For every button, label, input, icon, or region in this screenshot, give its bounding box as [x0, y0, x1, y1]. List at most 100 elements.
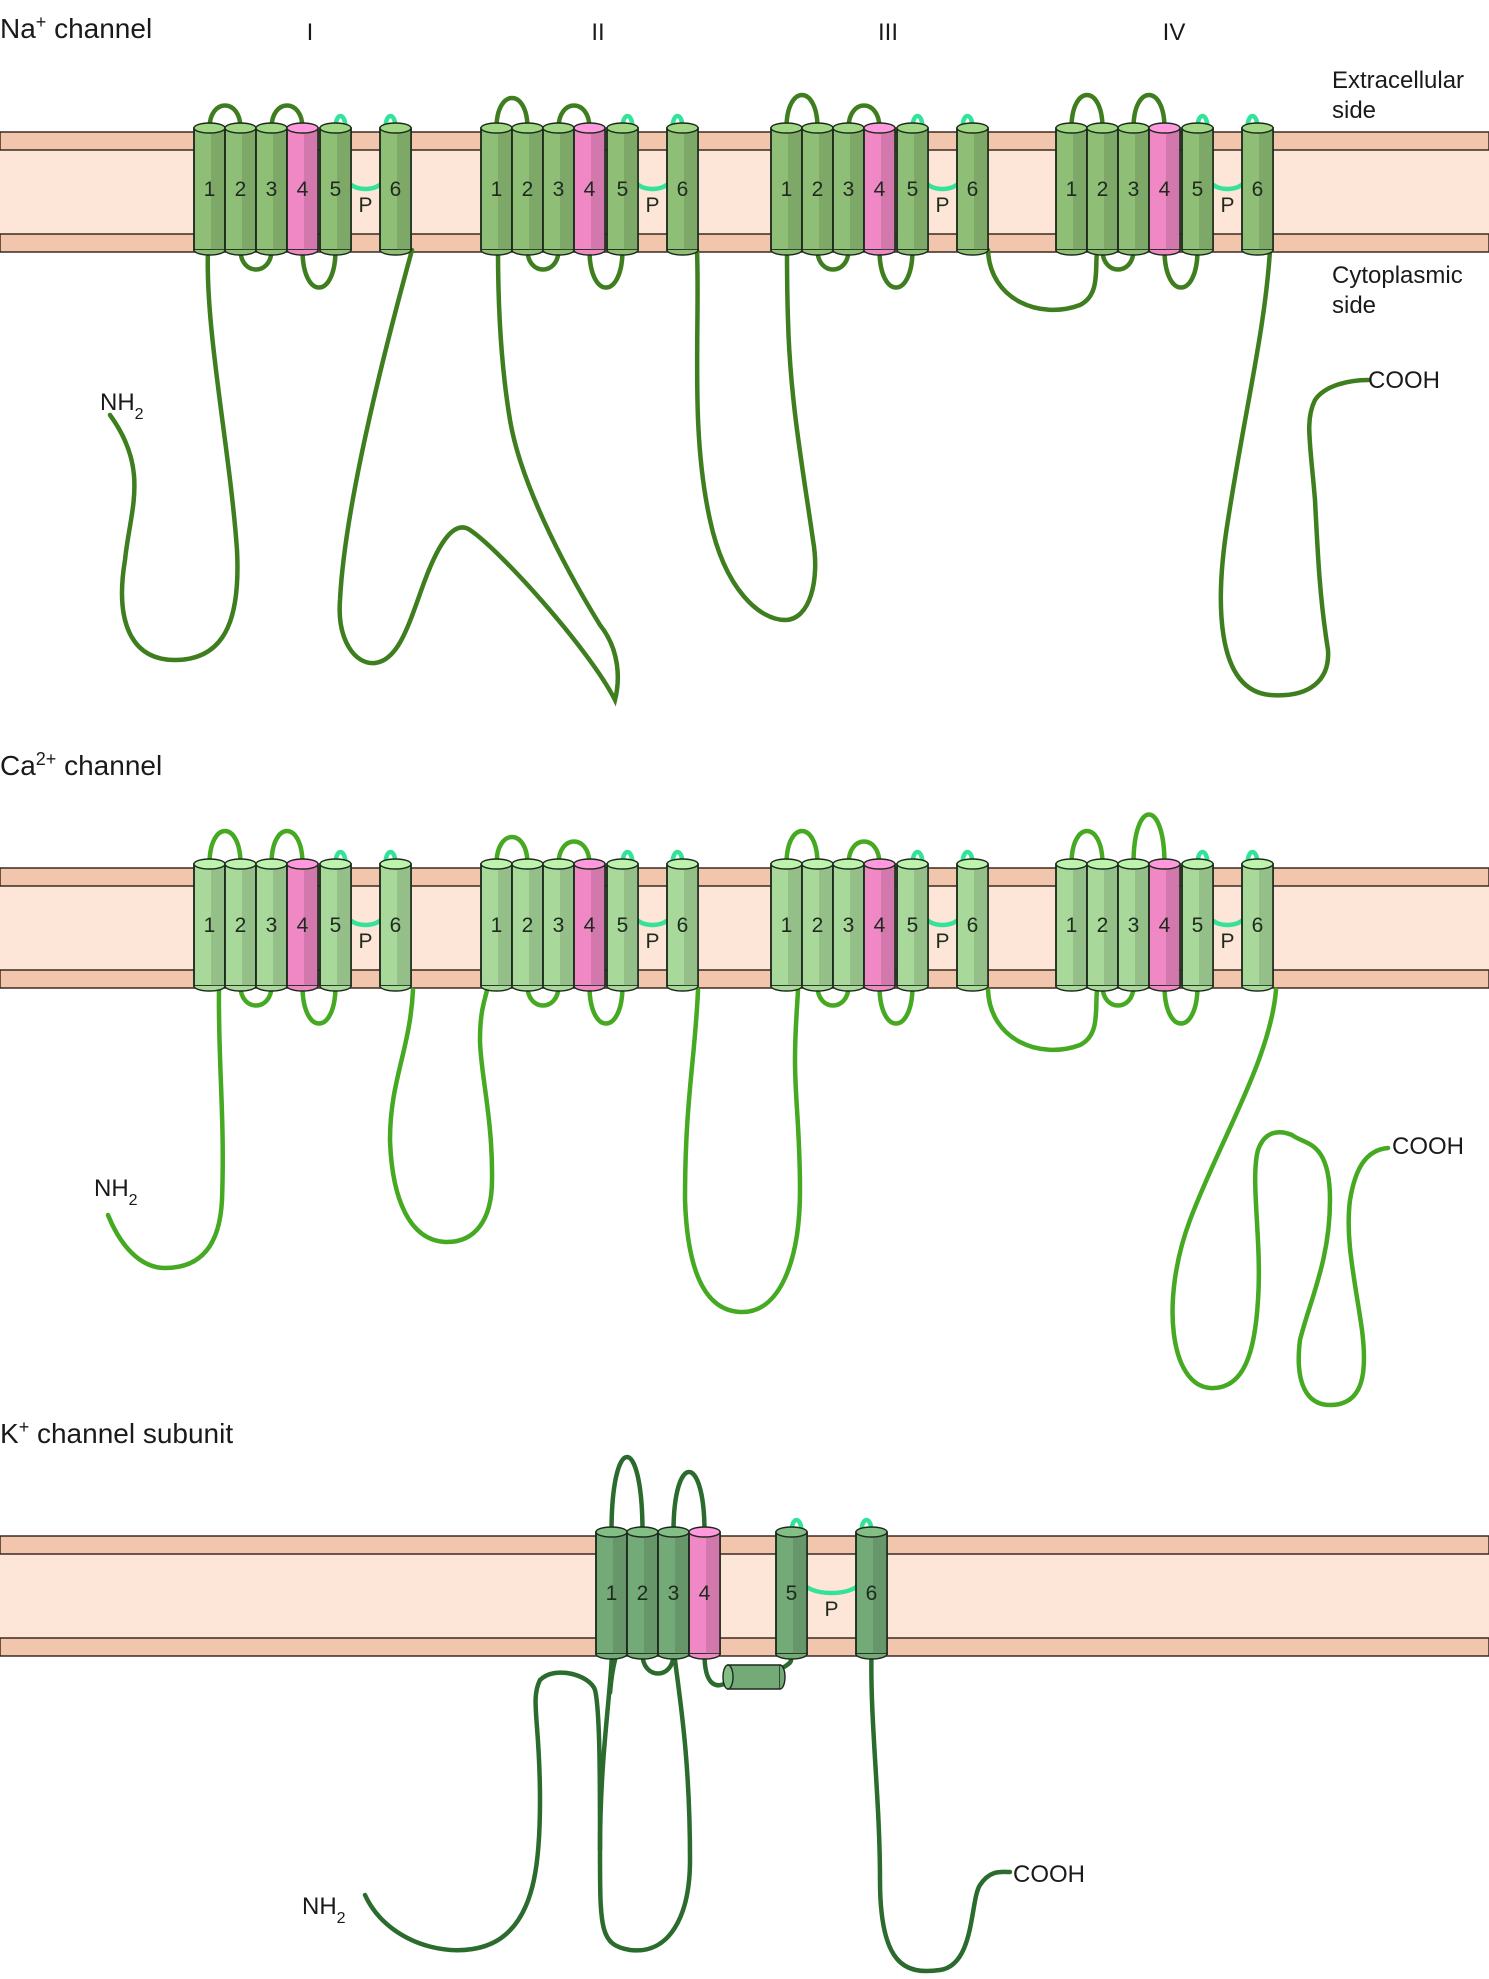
k-helix-s6: 6 [855, 1526, 888, 1660]
na-domain-1-loop-s1-s2 [207, 103, 243, 131]
k-helix-s1-shade [613, 1532, 627, 1654]
na-cytoplasmic-chain [107, 247, 1371, 707]
ca-domain-3-helix-s5-label: 5 [907, 914, 919, 937]
na-domain-2-helix-s4: 4 [573, 122, 606, 256]
ca-domain-4-helix-s5-shade [1199, 864, 1213, 986]
ca-domain-3-helix-s5: 5 [896, 858, 929, 992]
na-domain-1-helix-s2-label: 2 [235, 178, 247, 201]
extracellular-label-line2: side [1332, 97, 1376, 124]
ca-domain-1-helix-s4-shade [304, 864, 318, 986]
na-domain-3-helix-s6-base [956, 249, 989, 256]
ca-domain-1-helix-s3-label: 3 [266, 914, 278, 937]
ca-domain-3-helix-s1-label: 1 [781, 914, 793, 937]
k-membrane-outer-leaflet [0, 1535, 1489, 1555]
k-helix-s5-label: 5 [786, 1582, 798, 1605]
na-domain-1-helix-s5-label: 5 [330, 178, 342, 201]
ca-domain-4-helix-s3-shade [1135, 864, 1149, 986]
ca-domain-1-helix-s2-base [224, 985, 257, 992]
ca-domain-3-helix-s3-base [832, 985, 865, 992]
na-domain-4-loop-s4-s5 [1162, 247, 1200, 290]
na-domain-3-helix-s2-base [801, 249, 834, 256]
na-domain-2-helix-s1-cap [480, 122, 513, 134]
ca-domain-1-helix-s2: 2 [224, 858, 257, 992]
na-domain-3-helix-s5-cap [896, 122, 929, 134]
na-domain-1-helix-s1-base [193, 249, 226, 256]
na-domain-2-helix-s6-shade [684, 128, 698, 250]
na-domain-3-helix-s4: 4 [863, 122, 896, 256]
k-linker-helix-end [779, 1664, 786, 1690]
na-channel-title: Na+ channel [0, 12, 152, 44]
na-domain-1-helix-s5-shade [337, 128, 351, 250]
ca-domain-2-helix-s4-cap [573, 858, 606, 870]
k-helix-s2: 2 [626, 1526, 659, 1660]
na-domain-2-helix-s1-base [480, 249, 513, 256]
na-domain-3-helix-s1-cap [770, 122, 803, 134]
ca-domain-2-helix-s5: 5 [606, 858, 639, 992]
ca-domain-4-loop-s1-s2 [1069, 829, 1105, 867]
na-domain-4-helix-s2-cap [1086, 122, 1119, 134]
na-domain-2-helix-s2-cap [511, 122, 544, 134]
ca-domain-4-helix-s2-base [1086, 985, 1119, 992]
na-domain-4-helix-s5-base [1181, 249, 1214, 256]
ca-domain-4-helix-s6-shade [1259, 864, 1273, 986]
ca-domain-4-pore-label: P [1220, 930, 1234, 953]
na-domain-2-helix-s3-cap [542, 122, 575, 134]
na-domain-4-helix-s4-base [1148, 249, 1181, 256]
na-domain-4-pore: P [1195, 113, 1260, 217]
ca-domain-2-loop-s3-s4 [556, 839, 592, 867]
ca-domain-3-loop-s1-s2 [784, 829, 820, 867]
na-domain-3-helix-s6-label: 6 [967, 178, 979, 201]
ca-domain-1-helix-s2-shade [242, 864, 256, 986]
na-domain-4-helix-s3-shade [1135, 128, 1149, 250]
ca-domain-1-helix-s1-label: 1 [204, 914, 216, 937]
ca-cytoplasmic-chain [105, 987, 1391, 1408]
k-helix-s3-cap [657, 1526, 690, 1538]
na-domain-2-helix-s4-cap [573, 122, 606, 134]
k-linker-helix-cap [722, 1664, 734, 1690]
na-domain-2-helix-s1-shade [498, 128, 512, 250]
ca-domain-2-helix-s3: 3 [542, 858, 575, 992]
na-domain-1-helix-s3-base [255, 249, 288, 256]
ca-domain-2-loop-s4-s5 [587, 983, 625, 1026]
ca-domain-3-helix-s4-shade [881, 864, 895, 986]
ca-domain-3-helix-s4: 4 [863, 858, 896, 992]
ca-domain-3-helix-s3-shade [850, 864, 864, 986]
na-domain-4-helix-s5: 5 [1181, 122, 1214, 256]
na-domain-3-helix-s1-shade [788, 128, 802, 250]
k-pore-label: P [824, 1598, 838, 1621]
ca-domain-4-helix-s1-label: 1 [1066, 914, 1078, 937]
na-domain-4-helix-s4-cap [1148, 122, 1181, 134]
ca-domain-2-helix-s4-shade [591, 864, 605, 986]
ca-domain-2-loop-s1-s2 [494, 834, 530, 867]
ca-domain-4-helix-s6: 6 [1241, 858, 1274, 992]
na-domain-1-helix-s2-cap [224, 122, 257, 134]
k-cytoplasmic-chain [362, 1627, 693, 1953]
na-domain-2-pore-label: P [645, 194, 659, 217]
ca-domain-3-loop-s3-s4 [846, 839, 882, 867]
ca-domain-4-helix-s5: 5 [1181, 858, 1214, 992]
ca-domain-1-helix-s4-label: 4 [297, 914, 309, 937]
k-pore-loop [789, 1517, 874, 1596]
na-domain-4-loop-s2-s3 [1100, 247, 1136, 272]
na-domain-3-helix-s4-shade [881, 128, 895, 250]
ca-domain-2-pore-loop [620, 849, 685, 928]
na-domain-2-helix-s6-label: 6 [677, 178, 689, 201]
k-c-terminal-tail [869, 1651, 1013, 1974]
k-helix-s4: 4 [688, 1526, 721, 1660]
ca-domain-1-loop-s3-s4 [269, 829, 305, 867]
ca-domain-2-helix-s2-shade [529, 864, 543, 986]
na-domain-4-helix-s3-label: 3 [1128, 178, 1140, 201]
na-domain-4-loop-s3-s4 [1131, 93, 1167, 131]
na-domain-1-helix-s4-base [286, 249, 319, 256]
na-domain-1-helix-s3-label: 3 [266, 178, 278, 201]
na-domain-2-helix-s2-base [511, 249, 544, 256]
ca-domain-4-helix-s3-label: 3 [1128, 914, 1140, 937]
ca-domain-1-helix-s5-base [319, 985, 352, 992]
na-domain-2-helix-s4-label: 4 [584, 178, 596, 201]
ca-domain-3-helix-s6-label: 6 [967, 914, 979, 937]
na-domain-2-helix-s1: 1 [480, 122, 513, 256]
na-domain-2-loop-s3-s4 [556, 103, 592, 131]
ca-domain-1-helix-s5-label: 5 [330, 914, 342, 937]
ca-domain-4-helix-s4-base [1148, 985, 1181, 992]
